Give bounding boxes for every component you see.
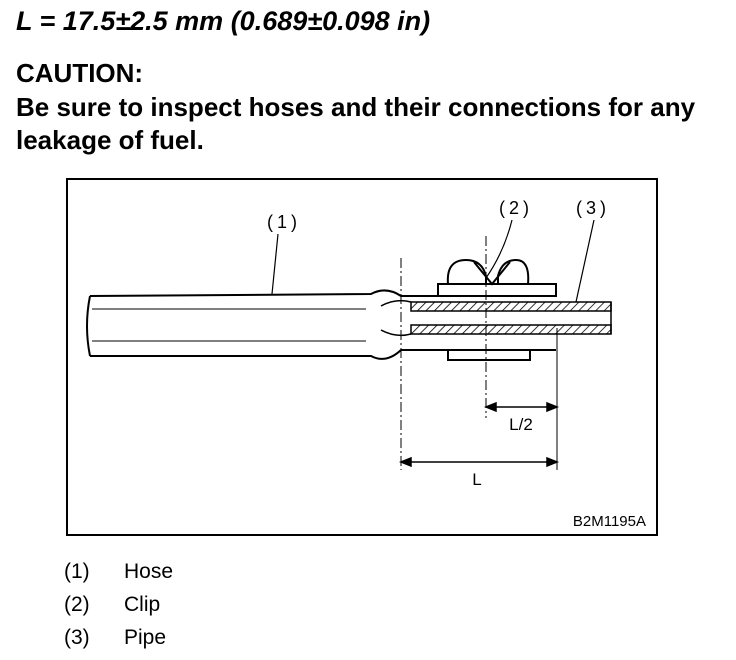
callout-hose: (1) (267, 212, 301, 232)
figure-frame (66, 178, 658, 536)
leader-clip (485, 219, 513, 279)
caution-title: CAUTION: (16, 58, 144, 88)
legend: (1) Hose (2) Clip (3) Pipe (64, 560, 173, 659)
legend-number: (3) (64, 626, 90, 649)
legend-row: (1) Hose (64, 560, 173, 593)
legend-number: (2) (64, 593, 90, 616)
spec-line: L = 17.5±2.5 mm (0.689±0.098 in) (16, 6, 431, 36)
callout-clip: (2) (499, 198, 533, 218)
hose-clip-diagram: L/2 L (1) (2) (3) B2M1195A (66, 178, 658, 536)
leader-pipe (575, 219, 595, 303)
dimension-half-length (483, 401, 560, 413)
caution-text: Be sure to inspect hoses and their conne… (16, 92, 696, 155)
legend-row: (2) Clip (64, 593, 173, 626)
dimension-full-label: L (472, 470, 481, 489)
legend-label: Hose (124, 560, 174, 583)
legend-label: Pipe (124, 626, 167, 649)
legend-row: (3) Pipe (64, 626, 173, 659)
dimension-half-label: L/2 (509, 415, 533, 434)
callout-pipe: (3) (576, 198, 610, 218)
dimension-full-length (398, 456, 560, 468)
pipe (380, 299, 612, 337)
dimension-extension-lines (400, 236, 558, 470)
figure-code: B2M1195A (573, 513, 646, 530)
leader-hose (271, 233, 279, 295)
clip (437, 258, 557, 361)
legend-number: (1) (64, 560, 90, 583)
legend-label: Clip (124, 593, 161, 616)
